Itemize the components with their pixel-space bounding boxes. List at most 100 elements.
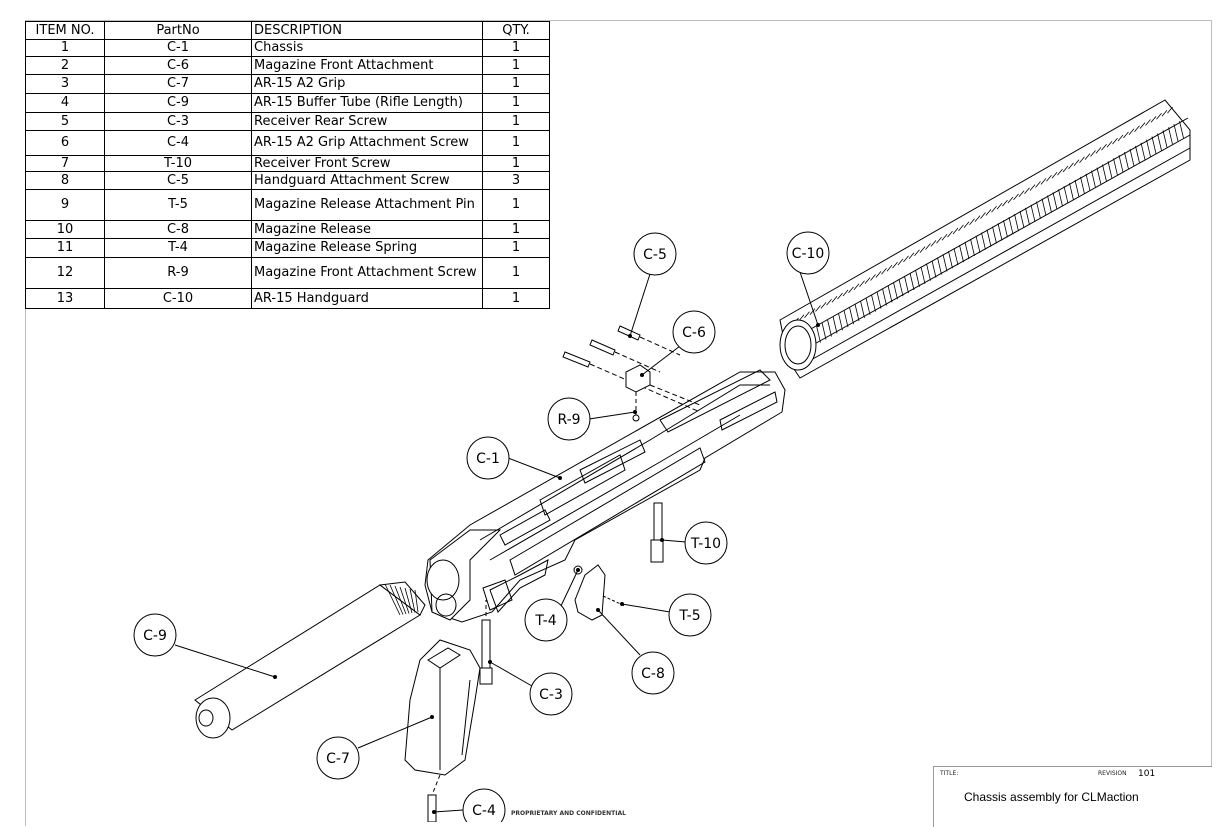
handguard-rail-slot (1091, 170, 1096, 188)
handguard-top-slot (1057, 168, 1063, 176)
bom-description: AR-15 A2 Grip Attachment Screw (251, 130, 483, 156)
buffer-tube-thread (399, 586, 410, 614)
bom-partno: R-9 (104, 257, 252, 289)
handguard-top-slot (947, 230, 953, 238)
buffer-tube-thread (389, 584, 404, 615)
handguard-top-slot (1150, 116, 1157, 123)
handguard-top-slot (1051, 171, 1058, 179)
callout-c5-balloon (633, 232, 677, 276)
handguard-top-slot (991, 206, 997, 213)
handguard-top-slot (1090, 150, 1096, 157)
handguard-rail-slot (827, 319, 832, 337)
screw-c3 (479, 619, 493, 685)
callout-c7-balloon (316, 736, 360, 780)
handguard-top-slot (958, 224, 964, 232)
handguard-rail-slot (1168, 127, 1173, 145)
handguard-top-slot (881, 268, 887, 275)
handguard-top-slot (1013, 193, 1019, 201)
handguard-rail-slot (1113, 158, 1118, 176)
grip-part (404, 639, 481, 776)
handguard-rail-slot (1129, 148, 1135, 167)
handguard-top-slot (936, 237, 942, 244)
handguard-top-slot (1167, 106, 1173, 114)
handguard-top-slot (804, 311, 810, 318)
handguard-top-slot (870, 274, 876, 281)
handguard-top-slot (1068, 162, 1074, 170)
callout-c4-label: C-4 (472, 803, 496, 819)
handguard-rail-slot (1047, 195, 1052, 213)
handguard-top-slot (1123, 131, 1129, 139)
handguard-top-slot (1079, 156, 1085, 163)
handguard-rail-slot (1157, 133, 1162, 151)
callout-c3-label: C-3 (539, 687, 563, 703)
handguard-top-slot (853, 283, 860, 291)
bom-partno: C-10 (104, 288, 252, 309)
handguard-rail-slot (860, 300, 865, 318)
handguard-top-slot (1024, 187, 1030, 194)
handguard-top-slot (908, 252, 915, 260)
handguard-top-slot (1046, 175, 1052, 182)
title-label: TITLE: (940, 770, 959, 777)
bom-item-no: 13 (25, 288, 105, 309)
handguard-top-slot (809, 308, 816, 315)
handguard-top-slot (1106, 140, 1113, 148)
handguard-rail-slot (920, 266, 926, 284)
callout-r9-label: R-9 (557, 412, 580, 428)
handguard-top-slot (1156, 113, 1162, 120)
handguard-rail-slot (876, 291, 882, 309)
handguard-rail-slot (1058, 189, 1063, 207)
buffer-tube-part (194, 581, 426, 739)
handguard-rail-slot (926, 263, 931, 281)
handguard-rail-slot (1074, 179, 1080, 198)
handguard-rail-slot (959, 245, 964, 263)
bom-description: Magazine Release Attachment Pin (251, 189, 483, 221)
handguard-top-slot (831, 295, 838, 303)
handguard-rail-slot (865, 297, 871, 315)
handguard-rail-slot (981, 232, 986, 250)
handguard-rail-slot (1080, 176, 1085, 194)
callout-c1-label: C-1 (476, 451, 500, 467)
callout-c10-label: C-10 (792, 246, 825, 262)
handguard-rail-slot (986, 229, 992, 247)
screw-t10 (650, 502, 664, 563)
handguard-rail-slot (893, 282, 898, 300)
handguard-rail-slot (953, 248, 959, 266)
handguard-top-slot (815, 305, 821, 312)
bom-description: AR-15 Handguard (251, 288, 483, 309)
handguard-top-slot (1018, 190, 1025, 198)
handguard-top-slot (892, 261, 898, 269)
handguard-top-slot (941, 233, 948, 241)
handguard-top-slot (996, 202, 1003, 210)
handguard-rail-slot (1063, 186, 1069, 204)
handguard-top-slot (925, 243, 931, 250)
handguard-top-slot (980, 212, 986, 219)
handguard-top-slot (875, 271, 882, 278)
handguard-rail-slot (1179, 121, 1184, 139)
handguard-top-slot (820, 302, 827, 309)
handguard-top-slot (1007, 196, 1014, 204)
handguard-rail-slot (1135, 145, 1140, 163)
handguard-top-slot (1002, 199, 1008, 207)
handguard-top-slot (1073, 159, 1080, 167)
buffer-tube-thread (414, 589, 419, 613)
handguard-rail-slot (1102, 164, 1107, 182)
callout-t5-label: T-5 (678, 608, 700, 624)
handguard-rail-slot (1162, 130, 1168, 148)
handguard-rail-slot (816, 325, 821, 343)
handguard-top-slot (848, 286, 854, 294)
drawing-title: Chassis assembly for CLMaction (964, 790, 1139, 804)
handguard-rail-slot (898, 279, 904, 297)
callout-t4-label: T-4 (534, 613, 556, 629)
handguard-rail-slot (904, 276, 909, 294)
callout-c6-label: C-6 (682, 325, 706, 341)
handguard-rail-slot (997, 223, 1003, 241)
handguard-rail-slot (970, 238, 975, 256)
callout-c3-balloon (529, 672, 573, 716)
handguard-top-slot (886, 264, 893, 272)
handguard-rail-slot (915, 269, 920, 287)
